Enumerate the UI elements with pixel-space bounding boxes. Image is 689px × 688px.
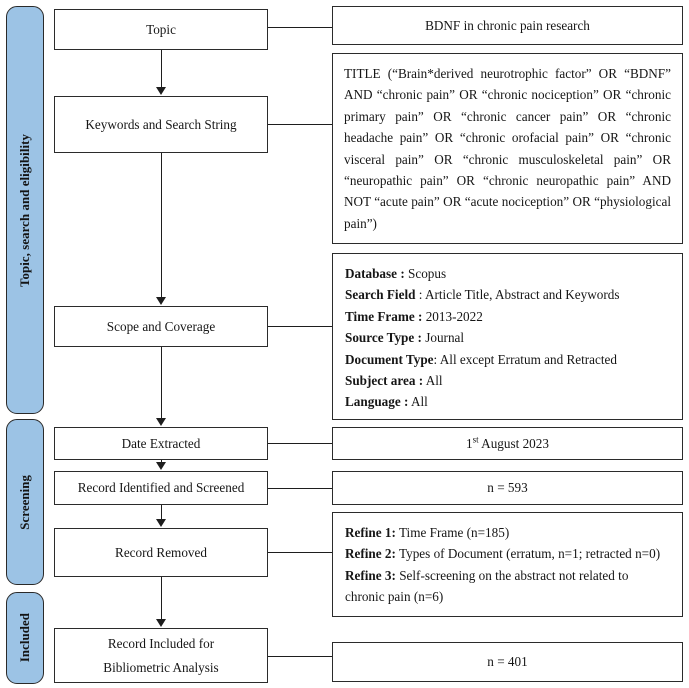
node-record-included-for-bibliometric-analysis[interactable]: Record Included for Bibliometric Analysi… xyxy=(54,628,268,683)
detail-date-extracted-value: 1st August 2023 xyxy=(332,427,683,460)
detail-scope-row-key: Database : xyxy=(345,266,405,281)
detail-scope-row-value: Scopus xyxy=(408,266,447,281)
node-keywords-and-search-string[interactable]: Keywords and Search String xyxy=(54,96,268,153)
connector-keywords-to-scope xyxy=(161,153,162,297)
node-topic-label: Topic xyxy=(146,21,176,37)
detail-scope-row-key: Subject area : xyxy=(345,372,424,388)
arrowhead-scope-to-date-extracted xyxy=(156,418,166,426)
detail-scope-row-key: Search Field xyxy=(345,287,416,303)
stage-label-included: Included xyxy=(17,613,32,663)
detail-date-ordinal-suffix: st xyxy=(472,434,479,445)
node-record-included-label-line2: Bibliometric Analysis xyxy=(103,659,219,675)
detail-refine-row-value: Self-screening on the abstract not relat… xyxy=(345,567,629,605)
node-scope-label: Scope and Coverage xyxy=(106,318,216,334)
detail-search-string: TITLE (“Brain*derived neurotrophic facto… xyxy=(332,53,683,244)
detail-scope-row-key: Time Frame : xyxy=(345,308,423,324)
detail-scope-row-key: Source Type : xyxy=(345,330,422,346)
detail-scope-row-value: All xyxy=(410,394,428,410)
connector-date-extracted-to-detail xyxy=(268,443,332,444)
detail-scope-and-coverage: Database : Scopus Search Field : Article… xyxy=(332,253,683,420)
connector-date-extracted-to-record-identified xyxy=(161,460,162,463)
detail-scope-row-value: : Article Title, Abstract and Keywords xyxy=(418,287,620,303)
node-record-identified-and-screened[interactable]: Record Identified and Screened xyxy=(54,471,268,505)
stage-pill-topic-search-eligibility: Topic, search and eligibility xyxy=(6,6,44,414)
stage-pill-included: Included xyxy=(6,592,44,684)
node-topic[interactable]: Topic xyxy=(54,9,268,50)
connector-topic-to-detail xyxy=(268,27,332,28)
detail-refine-row-value: Types of Document (erratum, n=1; retract… xyxy=(395,546,661,562)
node-keywords-label: Keywords and Search String xyxy=(85,116,237,132)
node-record-identified-label: Record Identified and Screened xyxy=(77,480,245,496)
arrowhead-record-removed-to-record-included xyxy=(156,619,166,627)
node-date-extracted[interactable]: Date Extracted xyxy=(54,427,268,460)
node-date-extracted-label: Date Extracted xyxy=(121,435,201,451)
detail-scope-row-value: : All except Erratum and Retracted xyxy=(433,351,617,367)
detail-scope-row-key: Document Type xyxy=(345,351,434,367)
stage-label-topic-search-eligibility: Topic, search and eligibility xyxy=(17,133,32,287)
detail-scope-row-value: 2013-2022 xyxy=(425,308,483,324)
connector-record-identified-to-record-removed xyxy=(161,505,162,519)
detail-scope-row: Source Type : Journal xyxy=(345,327,670,348)
detail-scope-row: Language : All xyxy=(345,391,670,412)
stage-label-screening: Screening xyxy=(17,474,32,530)
connector-record-removed-to-record-included xyxy=(161,577,162,619)
detail-refine-list: Refine 1: Time Frame (n=185) Refine 2: T… xyxy=(332,512,683,617)
connector-topic-to-keywords xyxy=(161,50,162,88)
detail-record-identified-count-text: n = 593 xyxy=(487,480,528,496)
detail-scope-row: Time Frame : 2013-2022 xyxy=(345,306,670,327)
arrowhead-keywords-to-scope xyxy=(156,297,166,305)
detail-scope-row-key: Language : xyxy=(345,394,409,410)
detail-date-extracted-text: 1st August 2023 xyxy=(466,433,549,454)
arrowhead-date-extracted-to-record-identified xyxy=(156,462,166,470)
connector-scope-to-date-extracted xyxy=(161,347,162,418)
detail-record-included-count-text: n = 401 xyxy=(487,654,528,670)
detail-refine-row-key: Refine 2: xyxy=(345,546,396,562)
connector-record-included-to-detail xyxy=(268,656,332,657)
detail-refine-row-value: Time Frame (n=185) xyxy=(395,525,510,540)
arrowhead-topic-to-keywords xyxy=(156,87,166,95)
connector-keywords-to-detail xyxy=(268,124,332,125)
detail-scope-row-value: All xyxy=(425,372,443,388)
detail-record-included-count: n = 401 xyxy=(332,642,683,682)
node-record-removed-label: Record Removed xyxy=(115,544,207,560)
connector-record-removed-to-detail xyxy=(268,552,332,553)
detail-refine-row-key: Refine 3: xyxy=(345,567,396,583)
detail-topic-value: BDNF in chronic pain research xyxy=(332,6,683,45)
detail-date-suffix: August 2023 xyxy=(478,435,549,451)
detail-search-string-text: TITLE (“Brain*derived neurotrophic facto… xyxy=(344,66,671,231)
detail-refine-row: Refine 3: Self-screening on the abstract… xyxy=(345,565,670,608)
detail-scope-row: Search Field : Article Title, Abstract a… xyxy=(345,284,670,305)
node-scope-and-coverage[interactable]: Scope and Coverage xyxy=(54,306,268,347)
detail-refine-row-key: Refine 1: xyxy=(345,525,396,540)
connector-scope-to-detail xyxy=(268,326,332,327)
detail-scope-row: Document Type: All except Erratum and Re… xyxy=(345,349,670,370)
detail-topic-value-text: BDNF in chronic pain research xyxy=(425,17,590,33)
stage-pill-screening: Screening xyxy=(6,419,44,585)
detail-scope-row-value: Journal xyxy=(425,330,465,346)
detail-refine-row: Refine 2: Types of Document (erratum, n=… xyxy=(345,543,670,564)
arrowhead-record-identified-to-record-removed xyxy=(156,519,166,527)
detail-date-prefix: 1 xyxy=(466,435,473,451)
node-record-removed[interactable]: Record Removed xyxy=(54,528,268,577)
detail-refine-row: Refine 1: Time Frame (n=185) xyxy=(345,522,670,543)
detail-scope-row: Subject area : All xyxy=(345,370,670,391)
detail-record-identified-count: n = 593 xyxy=(332,471,683,505)
connector-record-identified-to-detail xyxy=(268,488,332,489)
node-record-included-label-line1: Record Included for xyxy=(107,636,215,652)
detail-scope-row: Database : Scopus xyxy=(345,263,670,284)
